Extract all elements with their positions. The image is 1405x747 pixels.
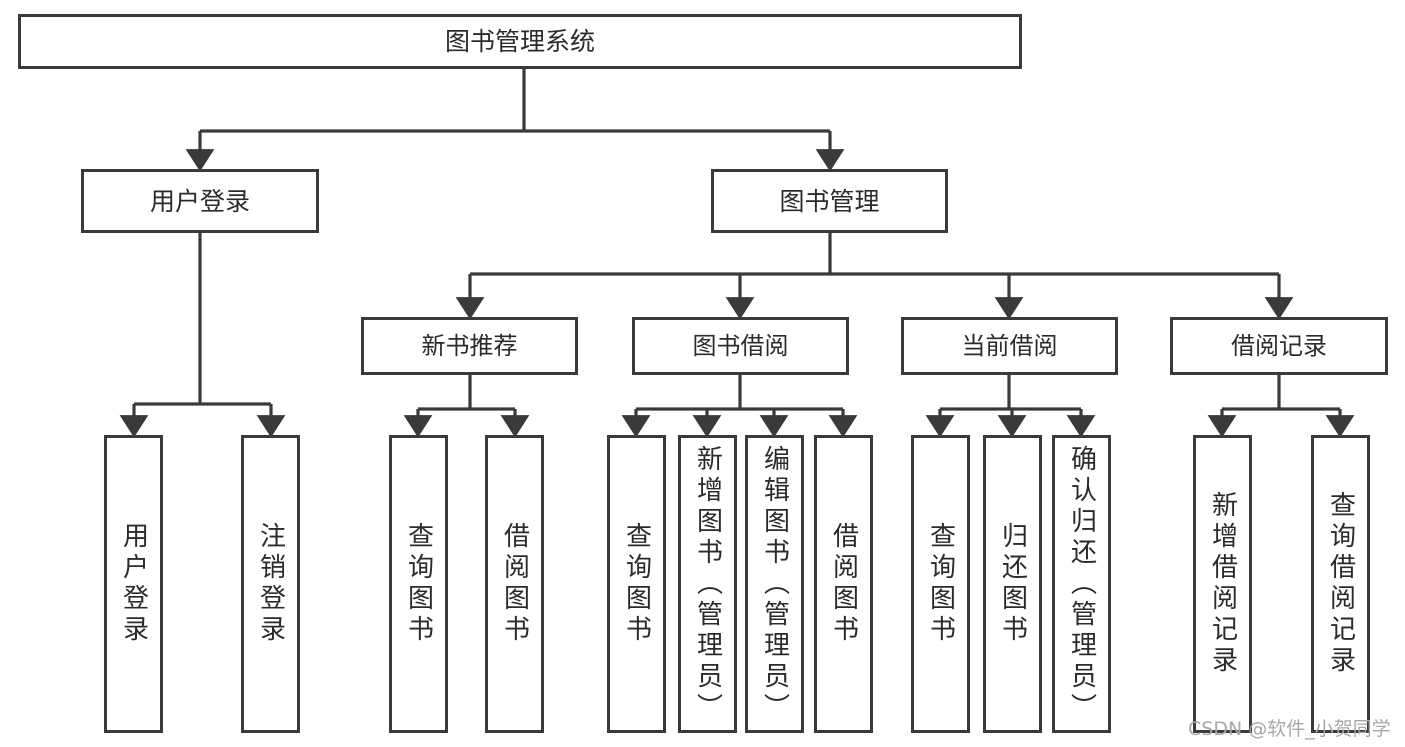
- node-leaf-add-record[interactable]: 新增借阅记录: [1193, 435, 1252, 733]
- node-book-borrow[interactable]: 图书借阅: [632, 317, 849, 375]
- node-leaf-add-book[interactable]: 新增图书（管理员）: [678, 435, 737, 733]
- csdn-watermark: CSDN @软件_小贺同学: [1188, 718, 1391, 740]
- node-leaf-borrow-book-1[interactable]: 借阅图书: [485, 435, 544, 733]
- node-new-book-recommend-label: 新书推荐: [421, 332, 518, 360]
- node-book-borrow-label: 图书借阅: [692, 332, 789, 360]
- node-book-management[interactable]: 图书管理: [711, 169, 948, 233]
- node-leaf-query-book-2-label: 查询图书: [621, 522, 652, 646]
- node-leaf-user-logout[interactable]: 注销登录: [241, 435, 300, 733]
- node-borrow-record[interactable]: 借阅记录: [1170, 317, 1388, 375]
- node-leaf-query-record-label: 查询借阅记录: [1325, 491, 1356, 677]
- node-leaf-borrow-book-2-label: 借阅图书: [828, 522, 859, 646]
- node-leaf-add-record-label: 新增借阅记录: [1207, 491, 1238, 677]
- node-root-system[interactable]: 图书管理系统: [18, 14, 1022, 69]
- node-book-management-label: 图书管理: [779, 186, 880, 216]
- node-leaf-return-book[interactable]: 归还图书: [983, 435, 1042, 733]
- node-current-borrow-label: 当前借阅: [961, 332, 1058, 360]
- node-current-borrow[interactable]: 当前借阅: [901, 317, 1118, 375]
- node-borrow-record-label: 借阅记录: [1231, 332, 1327, 360]
- node-leaf-edit-book-label: 编辑图书（管理员）: [759, 444, 790, 724]
- node-leaf-add-book-label: 新增图书（管理员）: [692, 444, 723, 724]
- node-leaf-query-book-1[interactable]: 查询图书: [389, 435, 448, 733]
- node-leaf-query-book-3-label: 查询图书: [925, 522, 956, 646]
- node-leaf-borrow-book-2[interactable]: 借阅图书: [814, 435, 873, 733]
- node-root-label: 图书管理系统: [444, 27, 595, 56]
- node-leaf-edit-book[interactable]: 编辑图书（管理员）: [745, 435, 804, 733]
- node-leaf-borrow-book-1-label: 借阅图书: [499, 522, 530, 646]
- node-leaf-query-book-1-label: 查询图书: [403, 522, 434, 646]
- node-leaf-return-book-label: 归还图书: [997, 522, 1028, 646]
- node-leaf-query-book-3[interactable]: 查询图书: [911, 435, 970, 733]
- node-leaf-confirm-return[interactable]: 确认归还（管理员）: [1052, 435, 1111, 733]
- node-leaf-confirm-return-label: 确认归还（管理员）: [1066, 444, 1097, 724]
- node-new-book-recommend[interactable]: 新书推荐: [361, 317, 578, 375]
- node-leaf-query-record[interactable]: 查询借阅记录: [1311, 435, 1370, 733]
- node-leaf-user-login[interactable]: 用户登录: [104, 435, 163, 733]
- node-user-login[interactable]: 用户登录: [81, 169, 319, 233]
- node-leaf-user-login-label: 用户登录: [118, 522, 149, 646]
- node-user-login-label: 用户登录: [149, 186, 250, 216]
- node-leaf-query-book-2[interactable]: 查询图书: [607, 435, 666, 733]
- node-leaf-user-logout-label: 注销登录: [255, 522, 286, 646]
